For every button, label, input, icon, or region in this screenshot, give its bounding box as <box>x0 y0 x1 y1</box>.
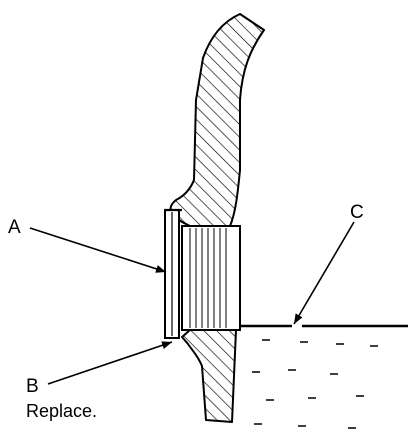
seal-body <box>181 225 241 331</box>
housing-upper-section <box>169 13 265 227</box>
callout-c: C <box>350 202 364 223</box>
seal-flange <box>164 208 182 339</box>
seal-ribs <box>189 228 227 328</box>
callout-a: A <box>8 217 21 238</box>
leader-arrow-a <box>29 227 167 273</box>
callout-b: B <box>26 376 39 397</box>
fluid-dashes <box>252 339 378 429</box>
housing-lower-section <box>181 329 237 423</box>
leader-arrow-b <box>47 341 173 385</box>
callout-b-note: Replace. <box>26 401 97 421</box>
leader-arrow-c <box>293 221 355 325</box>
